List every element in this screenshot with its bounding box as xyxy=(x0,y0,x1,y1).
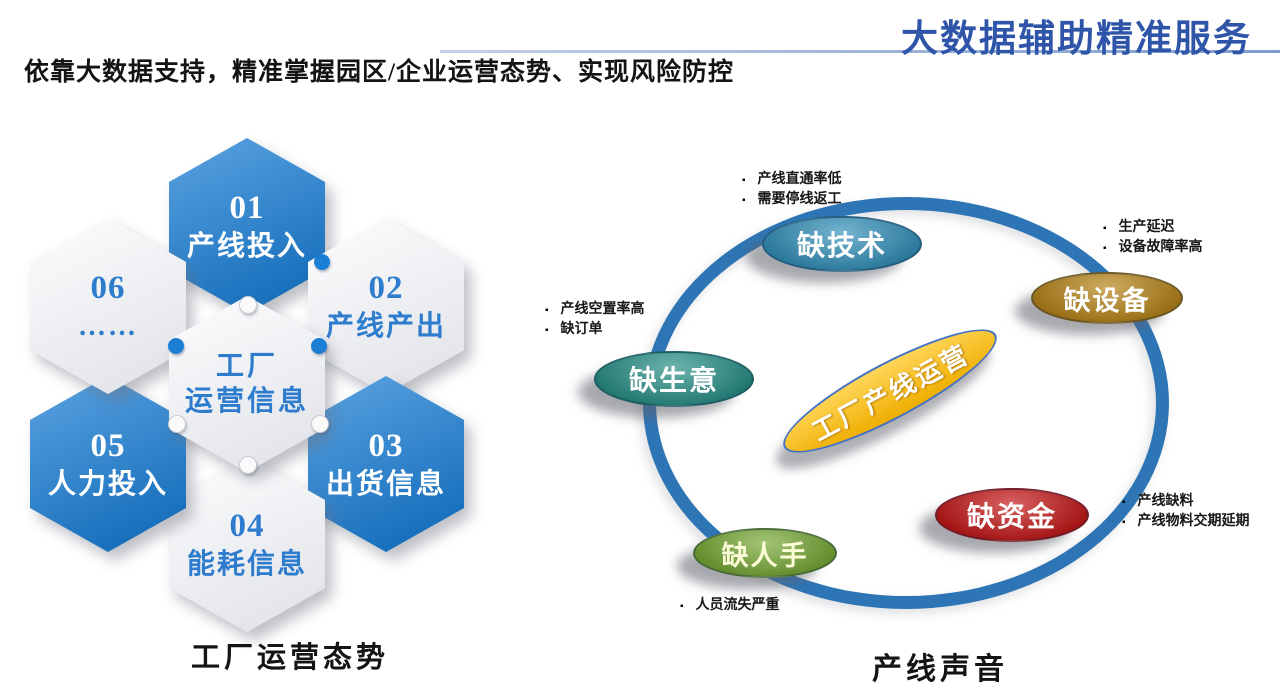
hex-02-wrap: 02 产线产出 xyxy=(308,218,464,394)
hex-center-line2: 运营信息 xyxy=(184,386,309,417)
hex-04-wrap: 04 能耗信息 xyxy=(169,456,325,632)
note-text: 生产延迟 xyxy=(1118,220,1175,235)
node-lack-technology[interactable]: 缺技术 xyxy=(762,216,922,272)
note-text: 产线缺料 xyxy=(1137,494,1194,509)
hex-number: 03 xyxy=(368,427,404,464)
note-text: 缺订单 xyxy=(560,322,603,338)
hex-label: 能耗信息 xyxy=(186,549,307,581)
hex-label: 人力投入 xyxy=(47,469,168,501)
hex-03-wrap: 03 出货信息 xyxy=(308,376,464,552)
hex-01-production-input[interactable]: 01 产线投入 xyxy=(169,138,325,314)
puzzle-connector-icon xyxy=(311,338,327,354)
note-text: 设备故障率高 xyxy=(1118,240,1203,256)
puzzle-connector-icon xyxy=(311,415,329,433)
hex-label: …… xyxy=(78,311,138,343)
right-diagram-caption: 产线声音 xyxy=(872,653,1008,686)
node-lack-business[interactable]: 缺生意 xyxy=(594,351,754,407)
node-lack-manpower[interactable]: 缺人手 xyxy=(693,528,837,578)
note-text: 产线空置率高 xyxy=(560,302,645,317)
page-title: 大数据辅助精准服务 xyxy=(901,19,1252,60)
notes-lack-equipment: ▪ 生产延迟 ▪ 设备故障率高 xyxy=(1103,218,1203,259)
hex-number: 06 xyxy=(90,269,126,306)
hex-02-production-output[interactable]: 02 产线产出 xyxy=(308,218,464,394)
bullet-icon: ▪ xyxy=(742,195,746,207)
note-text: 产线物料交期延期 xyxy=(1137,514,1250,530)
hex-05-wrap: 05 人力投入 xyxy=(30,376,186,552)
hex-center-wrap: 工厂 运营信息 xyxy=(169,296,325,472)
hex-label: 产线产出 xyxy=(325,311,446,343)
note-text: 产线直通率低 xyxy=(757,172,842,187)
hex-01-wrap: 01 产线投入 xyxy=(169,138,325,314)
hex-05-manpower-input[interactable]: 05 人力投入 xyxy=(30,376,186,552)
notes-lack-technology: ▪ 产线直通率低 ▪ 需要停线返工 xyxy=(742,170,842,211)
notes-lack-manpower: ▪ 人员流失严重 xyxy=(680,596,780,616)
puzzle-connector-icon xyxy=(239,296,257,314)
hex-03-shipment-info[interactable]: 03 出货信息 xyxy=(308,376,464,552)
bullet-icon: ▪ xyxy=(1122,497,1126,508)
subtitle: 依靠大数据支持，精准掌握园区/企业运营态势、实现风险防控 xyxy=(24,59,734,86)
hex-label: 出货信息 xyxy=(325,469,446,501)
hex-04-energy-info[interactable]: 04 能耗信息 xyxy=(169,456,325,632)
notes-lack-funds: ▪ 产线缺料 ▪ 产线物料交期延期 xyxy=(1122,492,1250,533)
puzzle-connector-icon xyxy=(168,415,186,433)
bullet-icon: ▪ xyxy=(742,175,746,186)
hex-06-wrap: 06 …… xyxy=(30,218,186,394)
hex-06-others[interactable]: 06 …… xyxy=(30,218,186,394)
node-lack-funds[interactable]: 缺资金 xyxy=(935,488,1089,542)
bullet-icon: ▪ xyxy=(1122,517,1126,529)
note-text: 人员流失严重 xyxy=(695,598,780,613)
puzzle-connector-icon xyxy=(239,456,257,474)
hex-center-factory-operation-info[interactable]: 工厂 运营信息 xyxy=(169,296,325,472)
bullet-icon: ▪ xyxy=(1103,223,1107,234)
bullet-icon: ▪ xyxy=(545,305,549,316)
note-text: 需要停线返工 xyxy=(757,192,842,208)
node-lack-equipment[interactable]: 缺设备 xyxy=(1031,272,1183,324)
bullet-icon: ▪ xyxy=(1103,243,1107,255)
puzzle-connector-icon xyxy=(168,338,184,354)
hex-number: 01 xyxy=(229,189,265,226)
bullet-icon: ▪ xyxy=(545,325,549,337)
hex-center-line1: 工厂 xyxy=(215,351,278,382)
puzzle-connector-icon xyxy=(314,254,330,270)
hex-label: 产线投入 xyxy=(186,231,307,263)
hex-number: 02 xyxy=(368,269,404,306)
bullet-icon: ▪ xyxy=(680,601,684,612)
title-underline xyxy=(440,50,1280,53)
hex-number: 05 xyxy=(90,427,126,464)
hex-number: 04 xyxy=(229,507,265,544)
left-diagram-caption: 工厂运营态势 xyxy=(190,642,389,674)
notes-lack-business: ▪ 产线空置率高 ▪ 缺订单 xyxy=(545,300,645,341)
